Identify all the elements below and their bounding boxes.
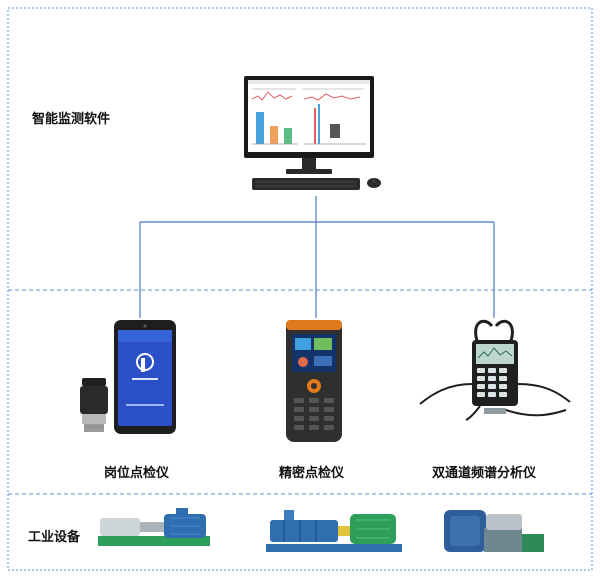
connector-lines — [139, 196, 495, 318]
device-label-precision-inspector: 精密点检仪 — [279, 466, 345, 481]
mouse-icon — [367, 178, 381, 188]
handheld-inspector-icon — [286, 320, 342, 442]
device-label-post-inspector: 岗位点检仪 — [104, 466, 170, 481]
outer-frame — [7, 7, 593, 571]
pump-motor-unit-icon — [98, 508, 210, 546]
industrial-equipment-label: 工业设备 — [28, 530, 81, 545]
monitor-icon — [244, 76, 374, 174]
post-inspection-phone-icon — [114, 320, 176, 434]
vibration-sensor-icon — [80, 378, 108, 432]
spectrum-analyzer-icon — [419, 320, 571, 421]
device-label-spectrum-analyzer: 双通道频谱分析仪 — [432, 466, 537, 481]
multistage-pump-icon — [266, 510, 402, 552]
centrifugal-fan-icon — [444, 510, 544, 552]
software-label: 智能监测软件 — [32, 112, 111, 127]
keyboard-icon — [252, 178, 360, 190]
